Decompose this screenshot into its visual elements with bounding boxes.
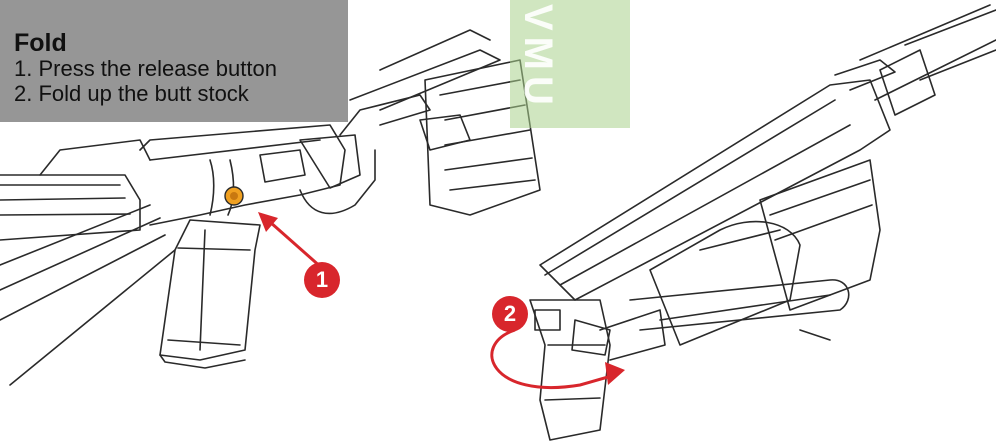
- callout-2-rotation-arrow: [490, 328, 625, 390]
- watermark-band: [510, 0, 630, 128]
- callout-1-arrow: [258, 212, 323, 270]
- instructions-caption: Fold 1. Press the release button 2. Fold…: [14, 30, 277, 106]
- instruction-step-1: 1. Press the release button: [14, 56, 277, 81]
- right-grip: [529, 299, 666, 441]
- callout-badge-2: 2: [492, 296, 528, 332]
- left-stock: [0, 139, 176, 386]
- instructions-title: Fold: [14, 29, 67, 57]
- caption-overlay: [0, 0, 348, 122]
- instruction-step-2: 2. Fold up the butt stock: [14, 81, 249, 106]
- right-barrel: [859, 4, 996, 116]
- watermark-text: VMU: [516, 4, 560, 111]
- left-pistol-grip: [159, 219, 261, 369]
- left-trigger-guard: [299, 149, 376, 215]
- right-folded-stock: [629, 220, 850, 346]
- callout-badge-1: 1: [304, 262, 340, 298]
